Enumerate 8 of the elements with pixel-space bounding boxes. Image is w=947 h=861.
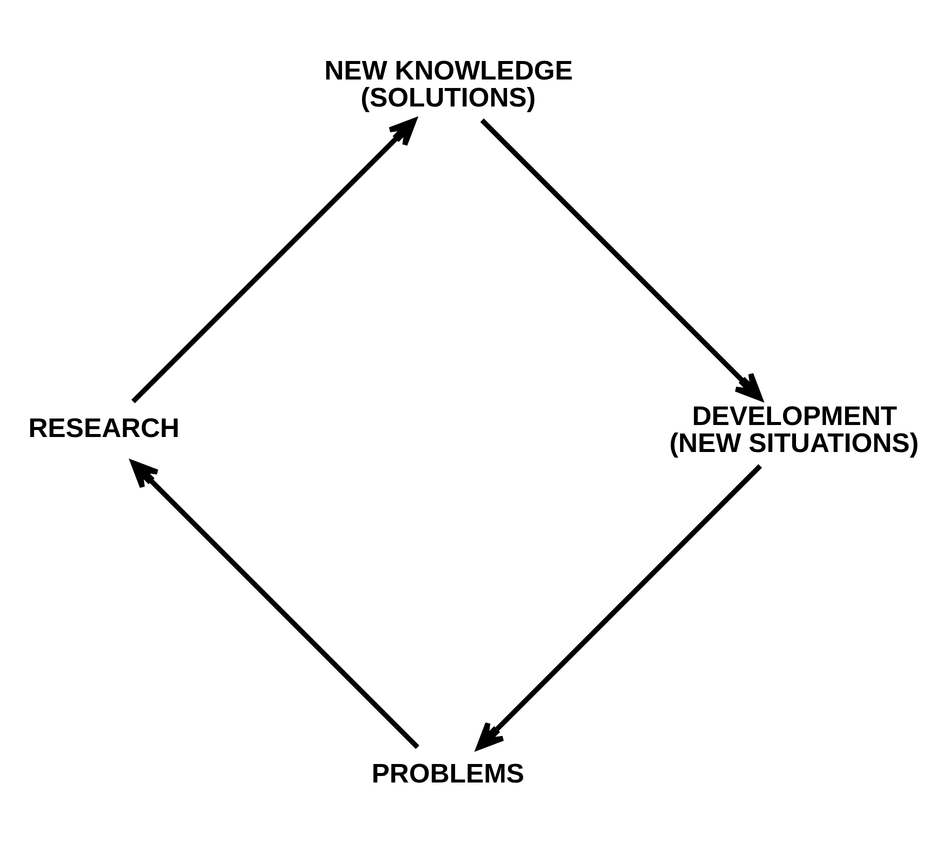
node-text: RESEARCH	[28, 412, 180, 443]
arrow	[131, 118, 417, 404]
arrow	[476, 464, 762, 750]
node-text: PROBLEMS	[372, 758, 524, 789]
node-text: DEVELOPMENT (NEW SITUATIONS)	[669, 401, 919, 458]
arrow	[130, 460, 420, 750]
node-text: NEW KNOWLEDGE (SOLUTIONS)	[324, 55, 573, 112]
arrow	[480, 118, 763, 401]
